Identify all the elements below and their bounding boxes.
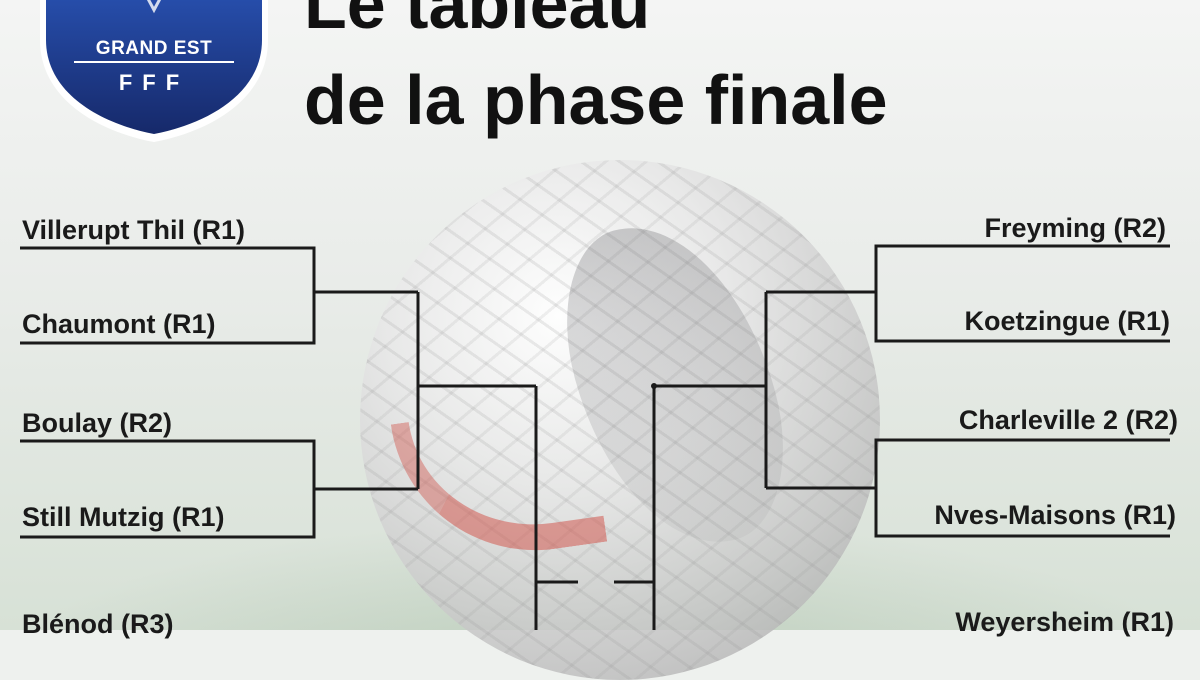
football-image (360, 160, 880, 680)
right-team-5: Weyersheim (R1) (955, 607, 1174, 637)
grand-est-fff-logo: GRAND EST FFF (38, 0, 270, 142)
left-team-1: Villerupt Thil (R1) (22, 215, 246, 245)
left-team-3: Boulay (R2) (22, 408, 173, 438)
logo-region-text: GRAND EST (95, 38, 213, 59)
page-title-line-1: Le tableau (304, 0, 651, 43)
logo-federation-text: FFF (118, 70, 190, 95)
bracket-lines (20, 244, 1170, 630)
right-team-2: Koetzingue (R1) (964, 306, 1171, 336)
right-team-3: Charleville 2 (R2) (958, 405, 1178, 435)
logo-shield-icon (40, 0, 268, 142)
page-title-line-2: de la phase finale (304, 61, 888, 139)
left-team-4: Still Mutzig (R1) (22, 502, 225, 532)
ball-pattern (360, 160, 880, 680)
left-team-5: Blénod (R3) (22, 609, 174, 639)
right-team-1: Freyming (R2) (984, 213, 1166, 243)
bracket-node-dot (651, 383, 657, 389)
left-team-2: Chaumont (R1) (22, 309, 216, 339)
left-r1-match-1 (20, 246, 316, 345)
right-team-4: Nves-Maisons (R1) (934, 500, 1176, 530)
